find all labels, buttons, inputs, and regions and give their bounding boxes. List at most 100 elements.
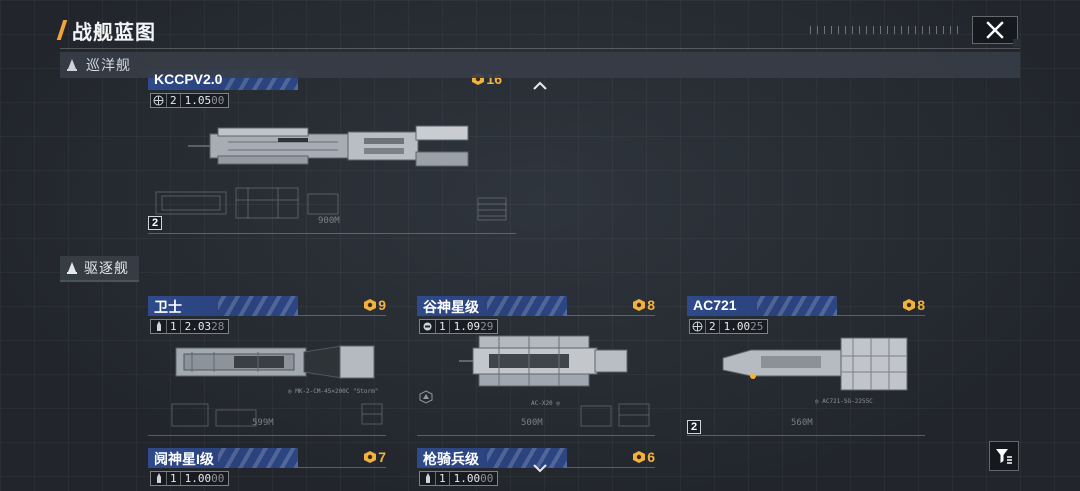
ship-schematic: [580, 403, 650, 427]
ship-card-ceres[interactable]: 谷神星级 8 1 1.0929 AC-X20 ◎ 500M: [417, 296, 655, 438]
ship-blueprint-image: [188, 125, 469, 167]
globe-icon: [151, 94, 167, 107]
ship-cost: 6: [633, 449, 655, 465]
header-line: [837, 315, 925, 316]
ship-card-header: 枪骑兵级 6: [417, 448, 655, 468]
ship-cost: 8: [903, 297, 925, 313]
ship-cost: 7: [364, 449, 386, 465]
ship-schematic: [155, 187, 507, 221]
ship-stat: 2 1.0500: [150, 93, 230, 108]
ship-name: KCCPV2.0: [154, 71, 223, 87]
close-icon: [986, 21, 1004, 39]
ship-annotation: ◎ AC721-SG-2255C: [815, 398, 873, 405]
scroll-down-icon[interactable]: [532, 462, 548, 474]
page-header: 战舰蓝图: [56, 16, 156, 44]
header-decoration: [810, 26, 960, 34]
ship-card-header: AC721 8: [687, 296, 925, 316]
stat-level: 1: [436, 320, 450, 333]
hexagon-icon: [419, 390, 433, 404]
stat-level: 1: [167, 320, 181, 333]
warship-icon: [67, 59, 77, 71]
stat-level: 1: [436, 472, 450, 485]
ship-stat: 1 1.0000: [419, 471, 499, 486]
missile-icon: [420, 320, 436, 333]
section-label: 驱逐舰: [84, 260, 129, 276]
ship-name: 谷神星级: [423, 299, 479, 315]
ship-card-lancer[interactable]: 枪骑兵级 6 1 1.0000: [417, 448, 655, 491]
ship-name: 枪骑兵级: [423, 451, 479, 467]
ship-name-plate: [148, 296, 298, 316]
warship-icon: [67, 262, 77, 274]
torpedo-icon: [151, 472, 167, 485]
ship-cost-value: 9: [378, 297, 386, 313]
ship-cost-value: 8: [647, 297, 655, 313]
tier-badge: 2: [148, 216, 162, 230]
header-line: [298, 467, 386, 468]
torpedo-icon: [420, 472, 436, 485]
filter-button[interactable]: [989, 441, 1019, 471]
scale-line: [148, 435, 386, 436]
section-label: 巡洋舰: [86, 57, 131, 73]
ship-name: 阋神星I级: [154, 451, 214, 467]
ship-card-guardian[interactable]: 卫士 9 1 2.0328 ◎ MK-2-CM-45×200C "Storm" …: [148, 296, 386, 438]
stat-value: 1.0000: [184, 472, 225, 485]
ship-stat: 1 1.0000: [150, 471, 230, 486]
ship-stat: 1 1.0929: [419, 319, 499, 334]
close-button[interactable]: [972, 16, 1021, 47]
header-line: [298, 315, 386, 316]
ship-stat: 2 1.0025: [689, 319, 769, 334]
globe-icon: [690, 320, 706, 333]
scale-label: 900M: [318, 216, 340, 226]
scale-line: [148, 233, 516, 234]
ship-cost: 9: [364, 297, 386, 313]
ship-card-kccp[interactable]: KCCPV2.0 16 2 1.0500: [148, 70, 516, 236]
ship-card-header: 卫士 9: [148, 296, 386, 316]
ship-card-eris[interactable]: 阋神星I级 7 1 1.0000: [148, 448, 386, 491]
ship-annotation: AC-X20 ◎: [531, 400, 560, 407]
ship-name-plate: [687, 296, 837, 316]
stat-value: 1.0500: [184, 94, 225, 107]
ship-name-plate: [417, 448, 567, 468]
ship-stat: 1 2.0328: [150, 319, 230, 334]
stat-level: 2: [167, 94, 181, 107]
ship-annotation: ◎ MK-2-CM-45×200C "Storm": [288, 388, 379, 395]
scale-label: 599M: [252, 418, 274, 428]
page-title: 战舰蓝图: [72, 21, 156, 44]
cost-icon: [364, 299, 377, 311]
cost-icon: [364, 451, 377, 463]
header-line: [567, 315, 655, 316]
ship-card-header: 阋神星I级 7: [148, 448, 386, 468]
ship-name-plate: [148, 448, 298, 468]
ship-cost-value: 7: [378, 449, 386, 465]
scale-label: 500M: [521, 418, 543, 428]
stat-value: 1.0025: [723, 320, 764, 333]
stat-value: 1.0000: [453, 472, 494, 485]
section-header-cruiser[interactable]: 巡洋舰: [60, 52, 1020, 78]
ship-blueprint-image: [459, 335, 628, 387]
ship-cost-value: 8: [917, 297, 925, 313]
ship-name: AC721: [693, 297, 737, 313]
ship-card-ac721[interactable]: AC721 8 2 1.0025 ◎ AC721-SG-2255C 2 560M: [687, 296, 925, 438]
header-line: [567, 467, 655, 468]
title-accent: [56, 20, 68, 40]
ship-name: 卫士: [154, 299, 182, 315]
cost-icon: [633, 299, 646, 311]
ship-blueprint-image: [722, 337, 908, 391]
scale-label: 560M: [791, 418, 813, 428]
cost-icon: [903, 299, 916, 311]
stat-level: 1: [167, 472, 181, 485]
section-header-destroyer[interactable]: 驱逐舰: [60, 256, 139, 282]
scroll-up-icon[interactable]: [532, 80, 548, 92]
torpedo-icon: [151, 320, 167, 333]
ship-cost: 8: [633, 297, 655, 313]
tier-badge: 2: [687, 420, 701, 434]
cost-icon: [633, 451, 646, 463]
stat-value: 2.0328: [184, 320, 225, 333]
ship-blueprint-image: [175, 345, 375, 379]
ship-card-header: 谷神星级 8: [417, 296, 655, 316]
ship-schematic: [171, 403, 383, 427]
filter-icon: [996, 449, 1012, 464]
stat-level: 2: [706, 320, 720, 333]
scale-line: [417, 435, 655, 436]
ship-cost-value: 6: [647, 449, 655, 465]
